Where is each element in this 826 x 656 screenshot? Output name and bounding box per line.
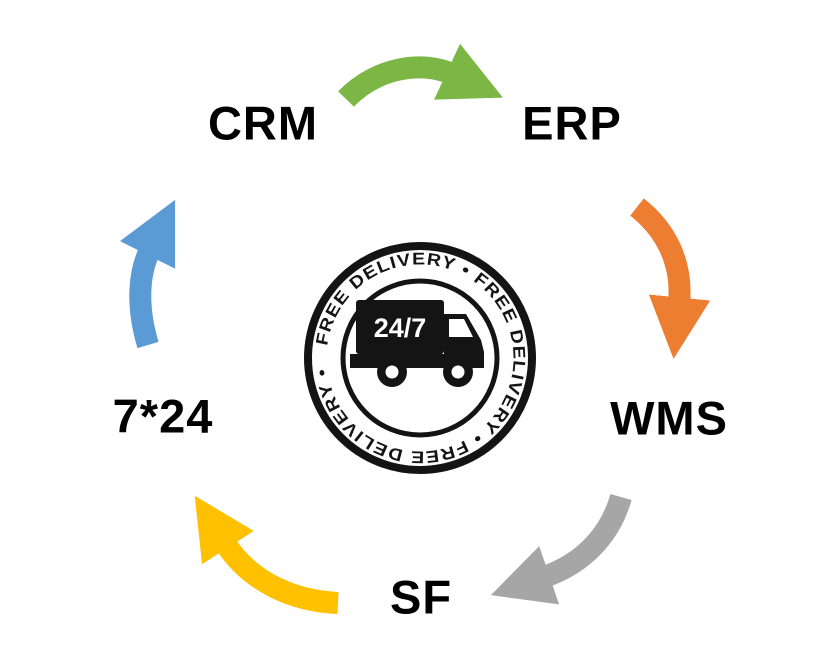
truck-rear-hub — [385, 365, 399, 379]
truck-24-7-label: 24/7 — [374, 313, 427, 343]
truck-cargo-box — [356, 300, 444, 354]
node-label-wms: WMS — [610, 391, 728, 445]
truck-window — [449, 319, 473, 337]
node-label-crm: CRM — [207, 96, 319, 150]
truck-front-hub — [451, 365, 465, 379]
arrow-sf-to-uptime — [194, 495, 339, 614]
node-label-erp: ERP — [522, 96, 622, 150]
free-delivery-badge: FREE DELIVERY • FREE DELIVERY • FREE DEL… — [304, 242, 536, 474]
cycle-arrows — [119, 43, 711, 614]
node-label-7x24: 7*24 — [112, 389, 214, 443]
delivery-truck-icon: 24/7 — [350, 300, 484, 387]
arrow-crm-to-erp — [338, 43, 503, 107]
arrow-erp-to-wms — [629, 198, 711, 359]
arrow-uptime-to-crm — [119, 199, 176, 349]
node-label-sf: SF — [389, 570, 453, 624]
arrow-wms-to-sf — [490, 493, 632, 605]
